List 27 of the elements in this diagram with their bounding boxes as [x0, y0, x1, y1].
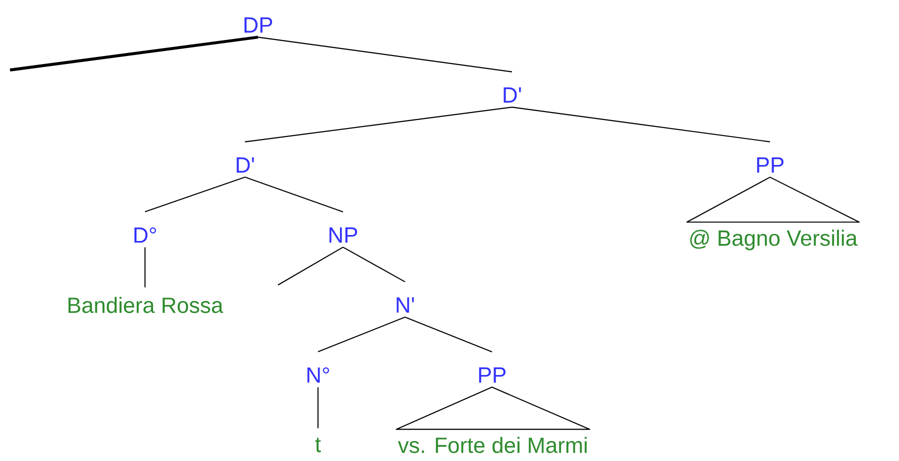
category-label: DP — [244, 17, 272, 33]
tree-branch — [144, 176, 246, 212]
word-label: vs. Forte dei Marmi — [398, 436, 587, 454]
category-label: N° — [307, 367, 330, 383]
tree-branch — [144, 247, 146, 288]
triangle-roof — [396, 386, 590, 430]
word-label: Bandiera Rossa — [68, 296, 224, 314]
tree-branch — [278, 246, 344, 286]
category-label: NP — [330, 227, 358, 243]
tree-branch — [10, 36, 258, 72]
category-label: PP — [757, 157, 784, 173]
word-label: t — [315, 438, 321, 452]
tree-branch — [244, 176, 344, 212]
tree-branch — [404, 316, 492, 352]
tree-branch — [244, 106, 512, 142]
tree-branch — [342, 246, 406, 282]
tree-branch — [318, 316, 406, 352]
category-label: PP — [479, 367, 506, 383]
category-label: D' — [504, 87, 521, 103]
category-label: D' — [236, 157, 254, 173]
tree-branch — [512, 106, 770, 142]
tree-branch — [317, 387, 319, 428]
triangle-roof — [686, 176, 860, 223]
tree-branch — [258, 36, 512, 72]
category-label: D° — [134, 227, 156, 243]
word-label: @ Bagno Versilia — [690, 230, 858, 250]
category-label: N' — [396, 297, 414, 313]
